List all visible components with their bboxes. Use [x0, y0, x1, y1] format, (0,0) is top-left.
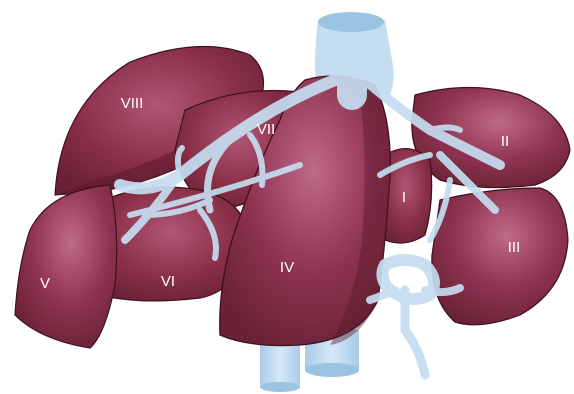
label-segment-vi: VI [161, 273, 175, 290]
label-segment-iv: IV [280, 259, 294, 276]
label-segment-ii: II [501, 133, 509, 150]
segment-iii [432, 188, 568, 325]
label-segment-viii: VIII [121, 95, 144, 112]
ivc-lower-opening [305, 363, 359, 377]
label-segment-vii: VII [257, 121, 275, 138]
portal-trunk-opening [260, 382, 300, 392]
ivc-upper-opening [318, 12, 384, 32]
label-segment-i: I [402, 189, 406, 206]
label-segment-v: V [40, 275, 50, 292]
segment-v [15, 185, 117, 348]
label-segment-iii: III [508, 239, 521, 256]
